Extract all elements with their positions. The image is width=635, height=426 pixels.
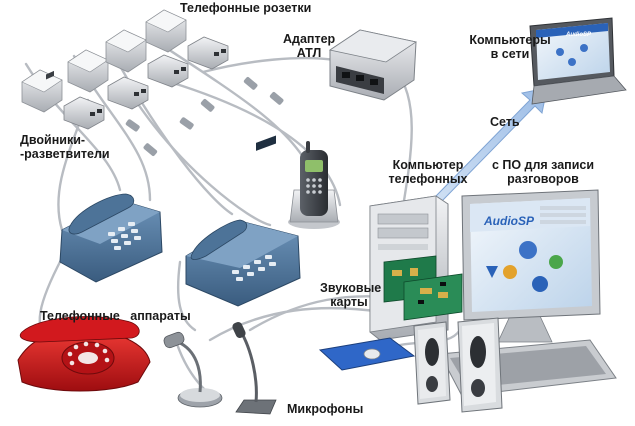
splitter-3 xyxy=(147,54,189,88)
label-recpc-line-1a: Компьютер xyxy=(392,158,464,172)
label-networked-computers: Компьютеры в сети xyxy=(460,33,560,61)
label-sound-line-2: карты xyxy=(330,295,368,309)
label-phones-word-1: Телефонные xyxy=(40,309,120,323)
splitter-2 xyxy=(107,76,149,110)
label-recpc-line-2a: с ПО для записи xyxy=(491,158,595,172)
laptop-screen-title: AudioSP xyxy=(565,32,592,38)
label-recording-pc-part-1: Компьютер телефонных xyxy=(382,158,474,186)
cable-connectors xyxy=(125,77,284,156)
label-sound-line-1: Звуковые xyxy=(320,281,382,295)
label-splitters: Двойники- -разветвители xyxy=(20,133,110,161)
rosette-2 xyxy=(67,49,109,93)
label-microphones: Микрофоны xyxy=(287,402,364,416)
desk-phone-blue-1 xyxy=(59,193,163,283)
cordless-phone xyxy=(288,141,340,229)
label-telephone-rosettes: Телефонные розетки xyxy=(180,1,312,15)
desk-phone-blue-2 xyxy=(185,135,301,307)
splitter-4 xyxy=(187,36,229,70)
splitters xyxy=(63,36,229,130)
label-recpc-line-1b: телефонных xyxy=(388,172,468,186)
label-atl-line-1: Адаптер xyxy=(283,32,336,46)
label-recpc-line-2b: разговоров xyxy=(507,172,579,186)
rosette-1 xyxy=(21,69,63,113)
label-atl-line-2: АТЛ xyxy=(296,46,322,60)
mouse-pad xyxy=(318,337,416,371)
sound-cards xyxy=(383,255,463,321)
splitter-1 xyxy=(63,96,105,130)
label-splitters-line-2: -разветвители xyxy=(20,147,110,161)
label-network: Сеть xyxy=(490,115,520,129)
label-phones-word-2: аппараты xyxy=(130,309,191,323)
label-pcs-line-1: Компьютеры xyxy=(469,33,551,47)
label-pcs-line-2: в сети xyxy=(490,47,530,61)
atl-adapter xyxy=(328,29,418,101)
monitor-app-icons xyxy=(486,241,563,292)
monitor xyxy=(461,189,601,343)
microphone-1 xyxy=(163,331,223,408)
rosette-4 xyxy=(145,9,187,53)
laptop xyxy=(529,17,627,105)
label-splitters-line-1: Двойники- xyxy=(20,133,86,147)
monitor-screen-title: AudioSP xyxy=(483,214,535,228)
telephone-rosettes xyxy=(21,9,187,113)
speaker-left xyxy=(413,321,451,405)
label-telephone-sets: Телефонные аппараты xyxy=(40,309,191,323)
microphone-2 xyxy=(232,321,277,415)
label-recording-pc-part-2: с ПО для записи разговоров xyxy=(484,158,602,186)
label-atl-adapter: Адаптер АТЛ xyxy=(283,32,335,60)
red-rotary-phone xyxy=(17,316,151,392)
rosette-3 xyxy=(105,29,147,73)
speaker-right xyxy=(457,317,503,413)
label-sound-cards: Звуковые карты xyxy=(320,281,382,309)
